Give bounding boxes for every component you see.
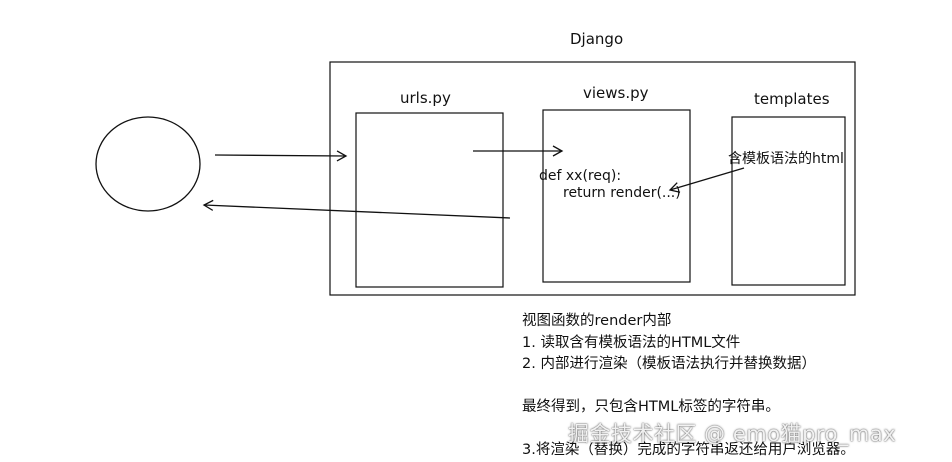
- template-note: 含模板语法的html: [728, 151, 844, 167]
- urls-label: urls.py: [400, 89, 451, 107]
- notes-step-2: 2. 内部进行渲染（模板语法执行并替换数据）: [522, 356, 816, 372]
- arrow-templates-to-views: [668, 167, 745, 193]
- arrow-client-to-urls: [214, 150, 348, 162]
- notes-spacer: [522, 376, 942, 398]
- render-notes: 视图函数的render内部 1. 读取含有模板语法的HTML文件 2. 内部进行…: [522, 311, 942, 462]
- views-code-return: return render(...): [563, 185, 681, 201]
- views-code-def: def xx(req):: [539, 168, 621, 184]
- views-label: views.py: [583, 84, 649, 102]
- notes-step-3: 3.将渲染（替换）完成的字符串返还给用户浏览器。: [522, 442, 855, 458]
- notes-heading: 视图函数的render内部: [522, 313, 672, 329]
- templates-label: templates: [754, 90, 830, 108]
- arrow-response-to-client: [202, 199, 511, 219]
- client-circle: [95, 116, 201, 212]
- watermark: 掘金技术社区 @ emo猫pro_max: [568, 422, 897, 446]
- django-label: Django: [570, 30, 623, 48]
- django-frame: [329, 61, 856, 296]
- templates-box: [731, 116, 846, 286]
- views-box: [542, 109, 691, 283]
- notes-result: 最终得到，只包含HTML标签的字符串。: [522, 399, 780, 415]
- notes-step-1: 1. 读取含有模板语法的HTML文件: [522, 334, 741, 351]
- urls-box: [355, 112, 504, 288]
